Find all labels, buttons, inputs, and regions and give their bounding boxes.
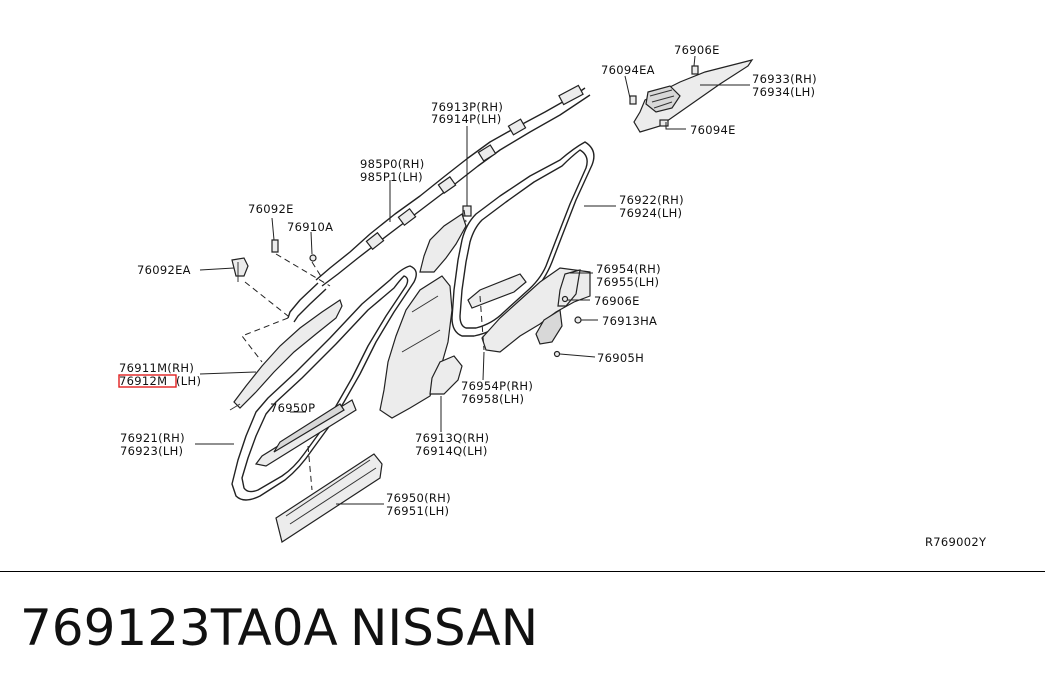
a-pillar-trim-part	[229, 299, 343, 411]
parts-diagram: 76906E 76094EA 76933(RH) 76934(LH) 76094…	[118, 43, 987, 549]
footer-divider	[0, 571, 1045, 572]
brand-name: NISSAN	[350, 599, 539, 657]
label-76906E-top: 76906E	[674, 43, 720, 57]
label-76092E: 76092E	[248, 202, 294, 216]
b-pillar-trim-part	[379, 213, 591, 419]
relation-dashes	[241, 209, 485, 491]
label-985P0: 985P0(RH)	[360, 157, 425, 171]
label-76913Q: 76913Q(RH)	[415, 431, 489, 445]
label-76950: 76950(RH)	[386, 491, 451, 505]
label-76094EA: 76094EA	[601, 63, 655, 77]
roof-rail-airbag-part	[287, 84, 591, 323]
highlight-box-76912M	[118, 374, 177, 388]
label-76914P: 76914P(LH)	[431, 112, 502, 126]
label-76913P: 76913P(RH)	[431, 100, 503, 114]
rear-door-weatherstrip-part	[451, 141, 595, 337]
label-76912M-suffix: (LH)	[176, 374, 201, 388]
label-76924: 76924(LH)	[619, 206, 682, 220]
leader-lines	[195, 55, 750, 505]
label-76914Q: 76914Q(LH)	[415, 444, 488, 458]
rear-pillar-trim-part	[629, 59, 754, 133]
label-76950P: 76950P	[270, 401, 315, 415]
label-76955: 76955(LH)	[596, 275, 659, 289]
label-76910A: 76910A	[287, 220, 333, 234]
label-76934: 76934(LH)	[752, 85, 815, 99]
clip-fasteners	[231, 205, 582, 358]
diagram-ref-code: R769002Y	[925, 535, 987, 549]
label-985P1: 985P1(LH)	[360, 170, 423, 184]
label-76905H: 76905H	[597, 351, 644, 365]
label-76094E: 76094E	[690, 123, 736, 137]
sill-plate-part	[275, 453, 383, 543]
label-76954: 76954(RH)	[596, 262, 661, 276]
front-door-weatherstrip-part	[231, 265, 417, 501]
label-76954P: 76954P(RH)	[461, 379, 533, 393]
kick-plate-front-part	[254, 399, 357, 467]
label-76958: 76958(LH)	[461, 392, 524, 406]
part-number-title: 769123TA0A	[20, 599, 338, 657]
label-76906E-mid: 76906E	[594, 294, 640, 308]
label-76922: 76922(RH)	[619, 193, 684, 207]
label-76933: 76933(RH)	[752, 72, 817, 86]
label-76923: 76923(LH)	[120, 444, 183, 458]
label-76913HA: 76913HA	[602, 314, 657, 328]
label-76912M: 76912M	[119, 374, 167, 388]
part-labels: 76906E 76094EA 76933(RH) 76934(LH) 76094…	[118, 43, 987, 549]
label-76951: 76951(LH)	[386, 504, 449, 518]
label-76092EA: 76092EA	[137, 263, 191, 277]
label-76921: 76921(RH)	[120, 431, 185, 445]
label-76911M: 76911M(RH)	[119, 361, 194, 375]
